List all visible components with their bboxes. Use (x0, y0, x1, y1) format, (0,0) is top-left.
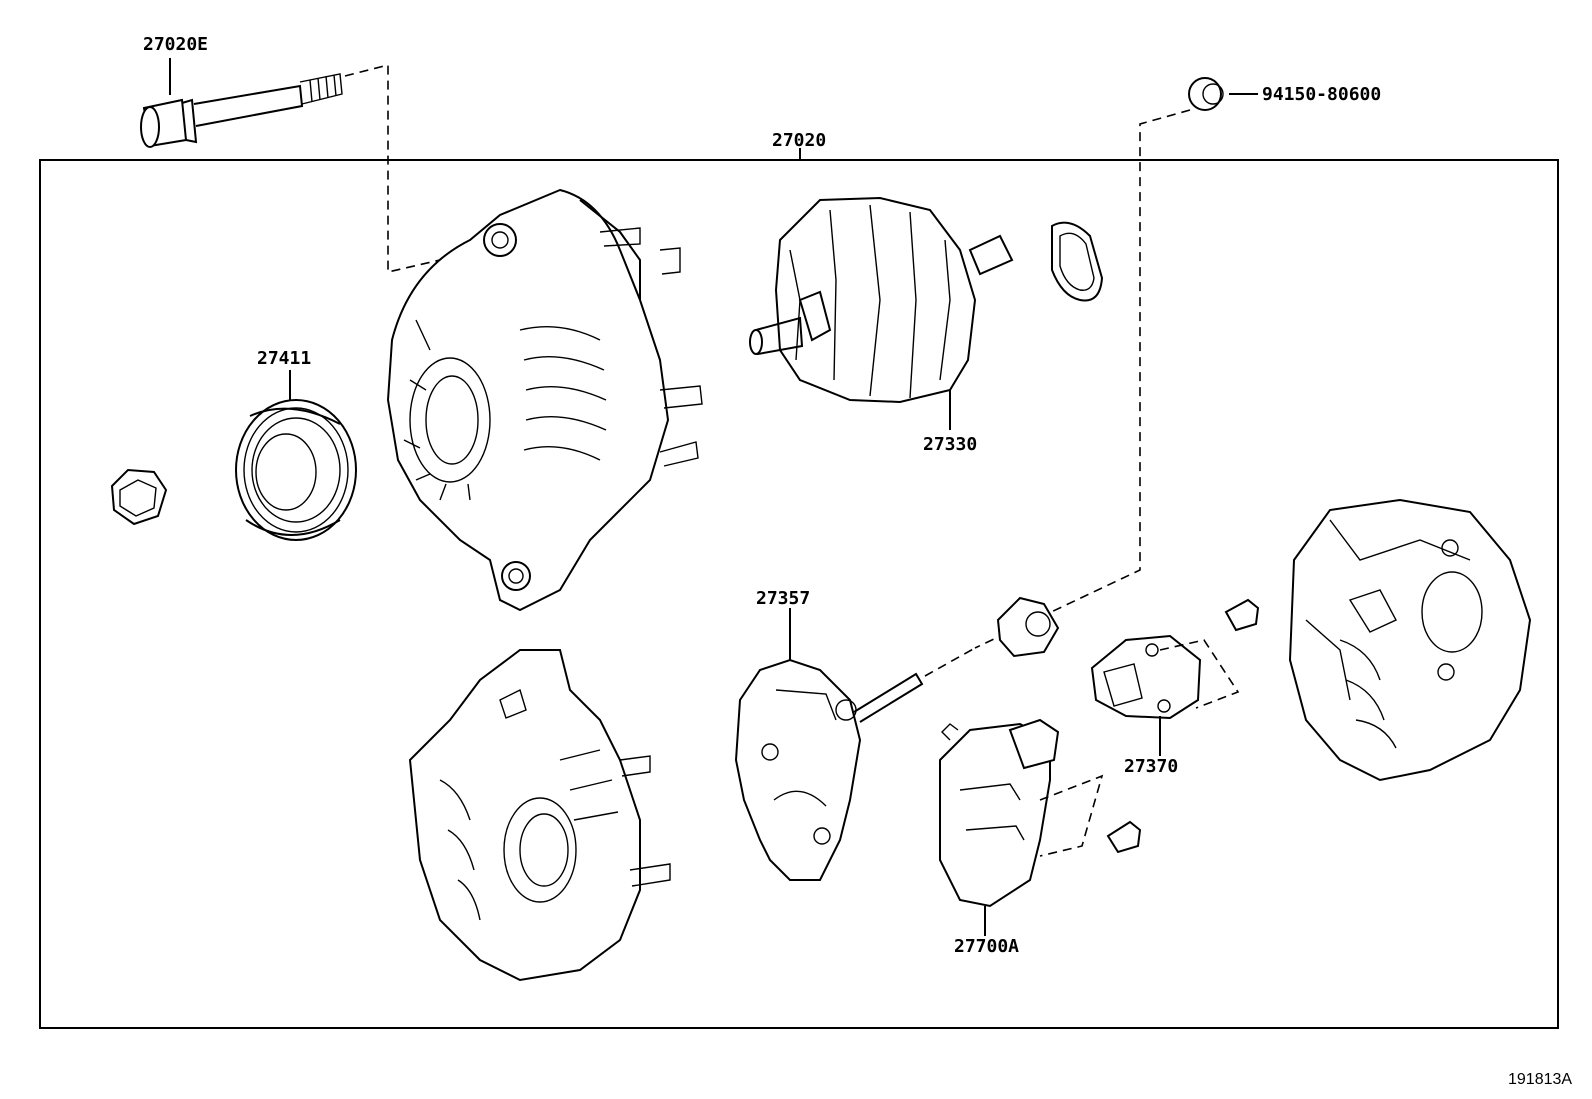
pulley-27411[interactable] (235, 370, 357, 541)
label-94150-80600: 94150-80600 (1262, 84, 1381, 105)
label-27411: 27411 (257, 348, 311, 369)
label-27020E: 27020E (143, 34, 208, 55)
screw-upper[interactable] (1224, 598, 1260, 632)
rear-end-cover[interactable] (1288, 498, 1532, 782)
label-27020: 27020 (772, 130, 826, 151)
terminal-insulator[interactable] (996, 596, 1060, 658)
screw-lower[interactable] (1106, 820, 1142, 854)
brush-holder-27357[interactable] (734, 608, 924, 881)
seal-ring[interactable] (1051, 221, 1104, 302)
brush-holder-27370[interactable] (1090, 634, 1202, 756)
label-27370: 27370 (1124, 756, 1178, 777)
drive-end-frame[interactable] (386, 188, 703, 612)
label-27330: 27330 (923, 434, 977, 455)
rectifier-end-frame[interactable] (408, 649, 671, 982)
label-27357: 27357 (756, 588, 810, 609)
label-27700A: 27700A (954, 936, 1019, 957)
bolt-27020E[interactable] (140, 58, 343, 148)
rotor-27330[interactable] (749, 196, 1014, 430)
figure-id: 191813A (1508, 1071, 1572, 1088)
nut-94150-80600[interactable] (1188, 77, 1258, 111)
hex-nut[interactable] (110, 468, 168, 526)
regulator-27700A[interactable] (939, 718, 1060, 936)
